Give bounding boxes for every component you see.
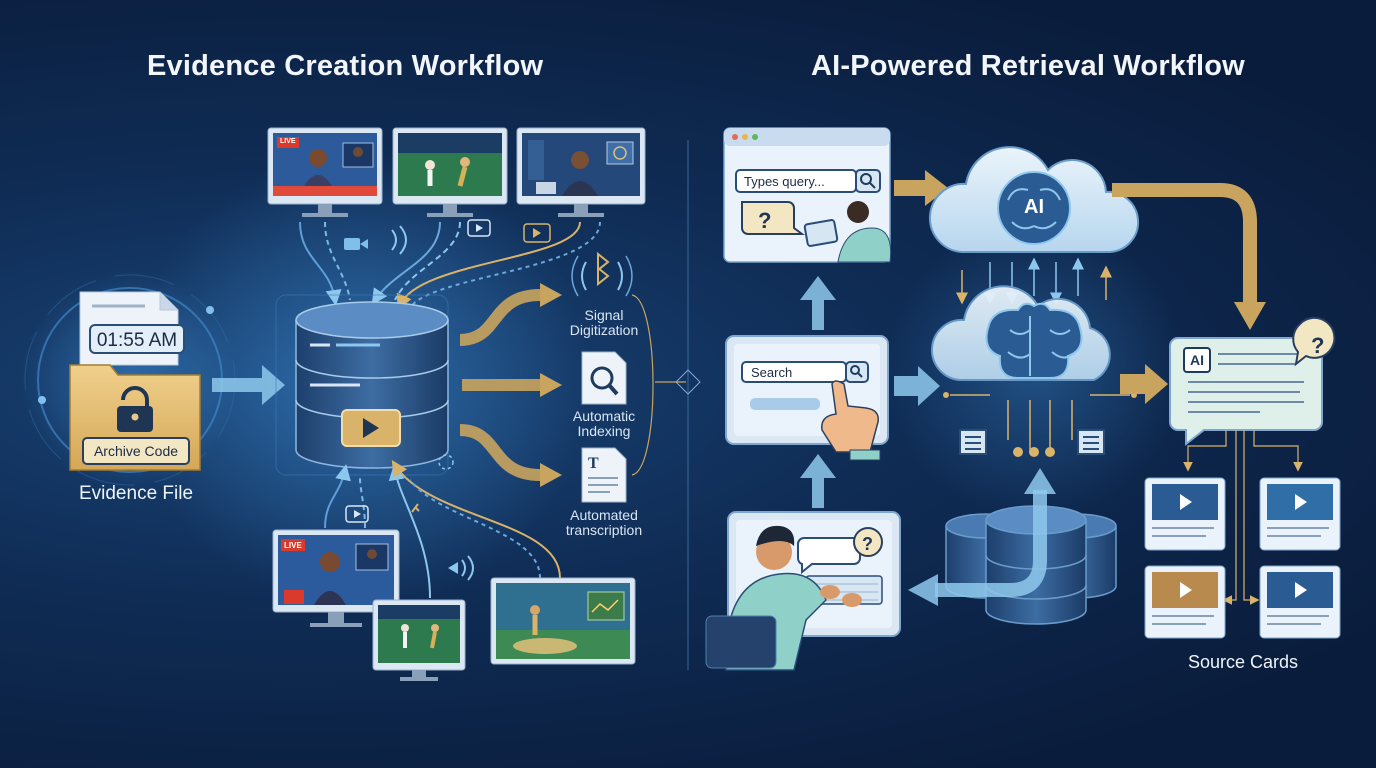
source-cards-label: Source Cards [1187, 652, 1299, 672]
search-tablet [725, 335, 889, 461]
source-card-4 [1259, 565, 1341, 639]
left-section-title: Evidence Creation Workflow [147, 50, 544, 82]
magnifier-document-icon [581, 351, 627, 405]
transcript-document-icon: T [581, 447, 627, 503]
monitor-stadium-bottom [490, 577, 636, 665]
bluetooth-icon [571, 251, 633, 297]
source-card-1 [1144, 477, 1226, 551]
monitor-news-top [267, 127, 383, 217]
archive-code-label: Archive Code [93, 443, 179, 459]
retrieval-database-icon [945, 505, 1117, 625]
process-signal-digitization: Signal Digitization [569, 307, 639, 338]
ai-cloud-label: AI [1024, 196, 1044, 218]
right-section-title: AI-Powered Retrieval Workflow [811, 50, 1245, 82]
evidence-time: 01:55 AM [96, 330, 178, 351]
central-database-icon [275, 294, 449, 476]
live-badge-top: LIVE [280, 138, 296, 145]
ai-cloud-icon [928, 146, 1140, 253]
source-card-2 [1259, 477, 1341, 551]
person-typing-icon: ? [705, 511, 901, 671]
process-automated-transcription: Automated transcription [565, 507, 643, 538]
process-automatic-indexing: Automatic Indexing [572, 408, 636, 439]
search-input[interactable]: Search [751, 365, 793, 380]
svg-text:?: ? [758, 208, 771, 233]
svg-text:?: ? [862, 534, 873, 554]
svg-text:T: T [588, 455, 599, 472]
evidence-file-icon [24, 274, 236, 486]
source-card-3 [1144, 565, 1226, 639]
monitor-news-bottom [272, 529, 400, 627]
ai-chat-label: AI [1190, 352, 1204, 368]
evidence-file-label: Evidence File [78, 483, 194, 504]
ai-answer-bubble: ? [1169, 316, 1336, 447]
monitor-sports-top [392, 127, 508, 217]
monitor-anchor-top [516, 127, 646, 217]
query-browser-window: ? [723, 127, 892, 263]
arrow-query-to-ai [894, 170, 948, 206]
arrow-file-to-db [212, 365, 285, 405]
svg-text:?: ? [1311, 333, 1324, 358]
live-badge-bottom: LIVE [284, 541, 302, 550]
monitor-sports-bottom [372, 599, 466, 681]
query-input[interactable]: Types query... [744, 174, 825, 189]
neural-brain-cloud-icon [930, 285, 1111, 381]
